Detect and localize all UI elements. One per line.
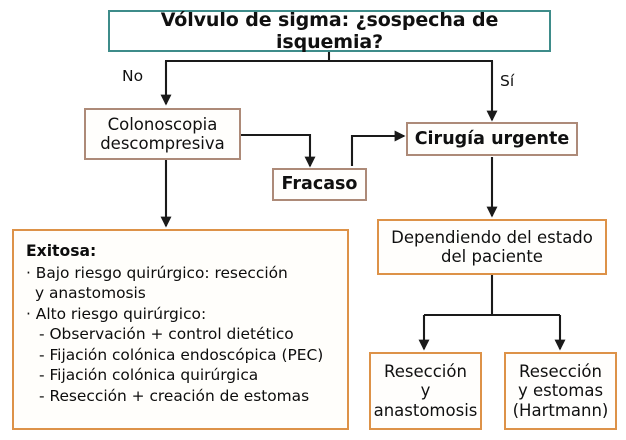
edge-fracaso-to-cirugia (350, 130, 406, 166)
exitosa-item-3: - Observación + control dietético (39, 325, 294, 344)
node-cirugia-urgente[interactable]: Cirugía urgente (406, 122, 578, 156)
node-reseccion-estomas-hartmann[interactable]: Resección y estomas (Hartmann) (504, 352, 617, 430)
edge-label-si: Sí (500, 72, 515, 90)
exitosa-item-5: - Fijación colónica quirúrgica (39, 366, 259, 385)
node-dependiendo-estado-paciente[interactable]: Dependiendo del estado del paciente (377, 219, 607, 275)
node-root-question[interactable]: Vólvulo de sigma: ¿sospecha de isquemia? (108, 9, 551, 53)
exitosa-item-2: · Alto riesgo quirúrgico: (26, 304, 207, 323)
exitosa-item-6: - Resección + creación de estomas (39, 386, 310, 405)
edge-label-no: No (122, 67, 144, 85)
node-colonoscopia-descompresiva[interactable]: Colonoscopia descompresiva (84, 108, 241, 160)
node-fracaso[interactable]: Fracaso (272, 168, 367, 201)
edge-colonoscopia-to-fracaso (241, 133, 316, 168)
exitosa-item-1: y anastomosis (35, 284, 146, 303)
node-reseccion-anastomosis[interactable]: Resección y anastomosis (369, 352, 482, 430)
exitosa-item-4: - Fijación colónica endoscópica (PEC) (39, 345, 324, 364)
exitosa-header: Exitosa: (26, 242, 97, 260)
node-exitosa-panel[interactable]: Exitosa: · Bajo riesgo quirúrgico: resec… (12, 229, 349, 430)
exitosa-item-0: · Bajo riesgo quirúrgico: resección (26, 263, 288, 282)
